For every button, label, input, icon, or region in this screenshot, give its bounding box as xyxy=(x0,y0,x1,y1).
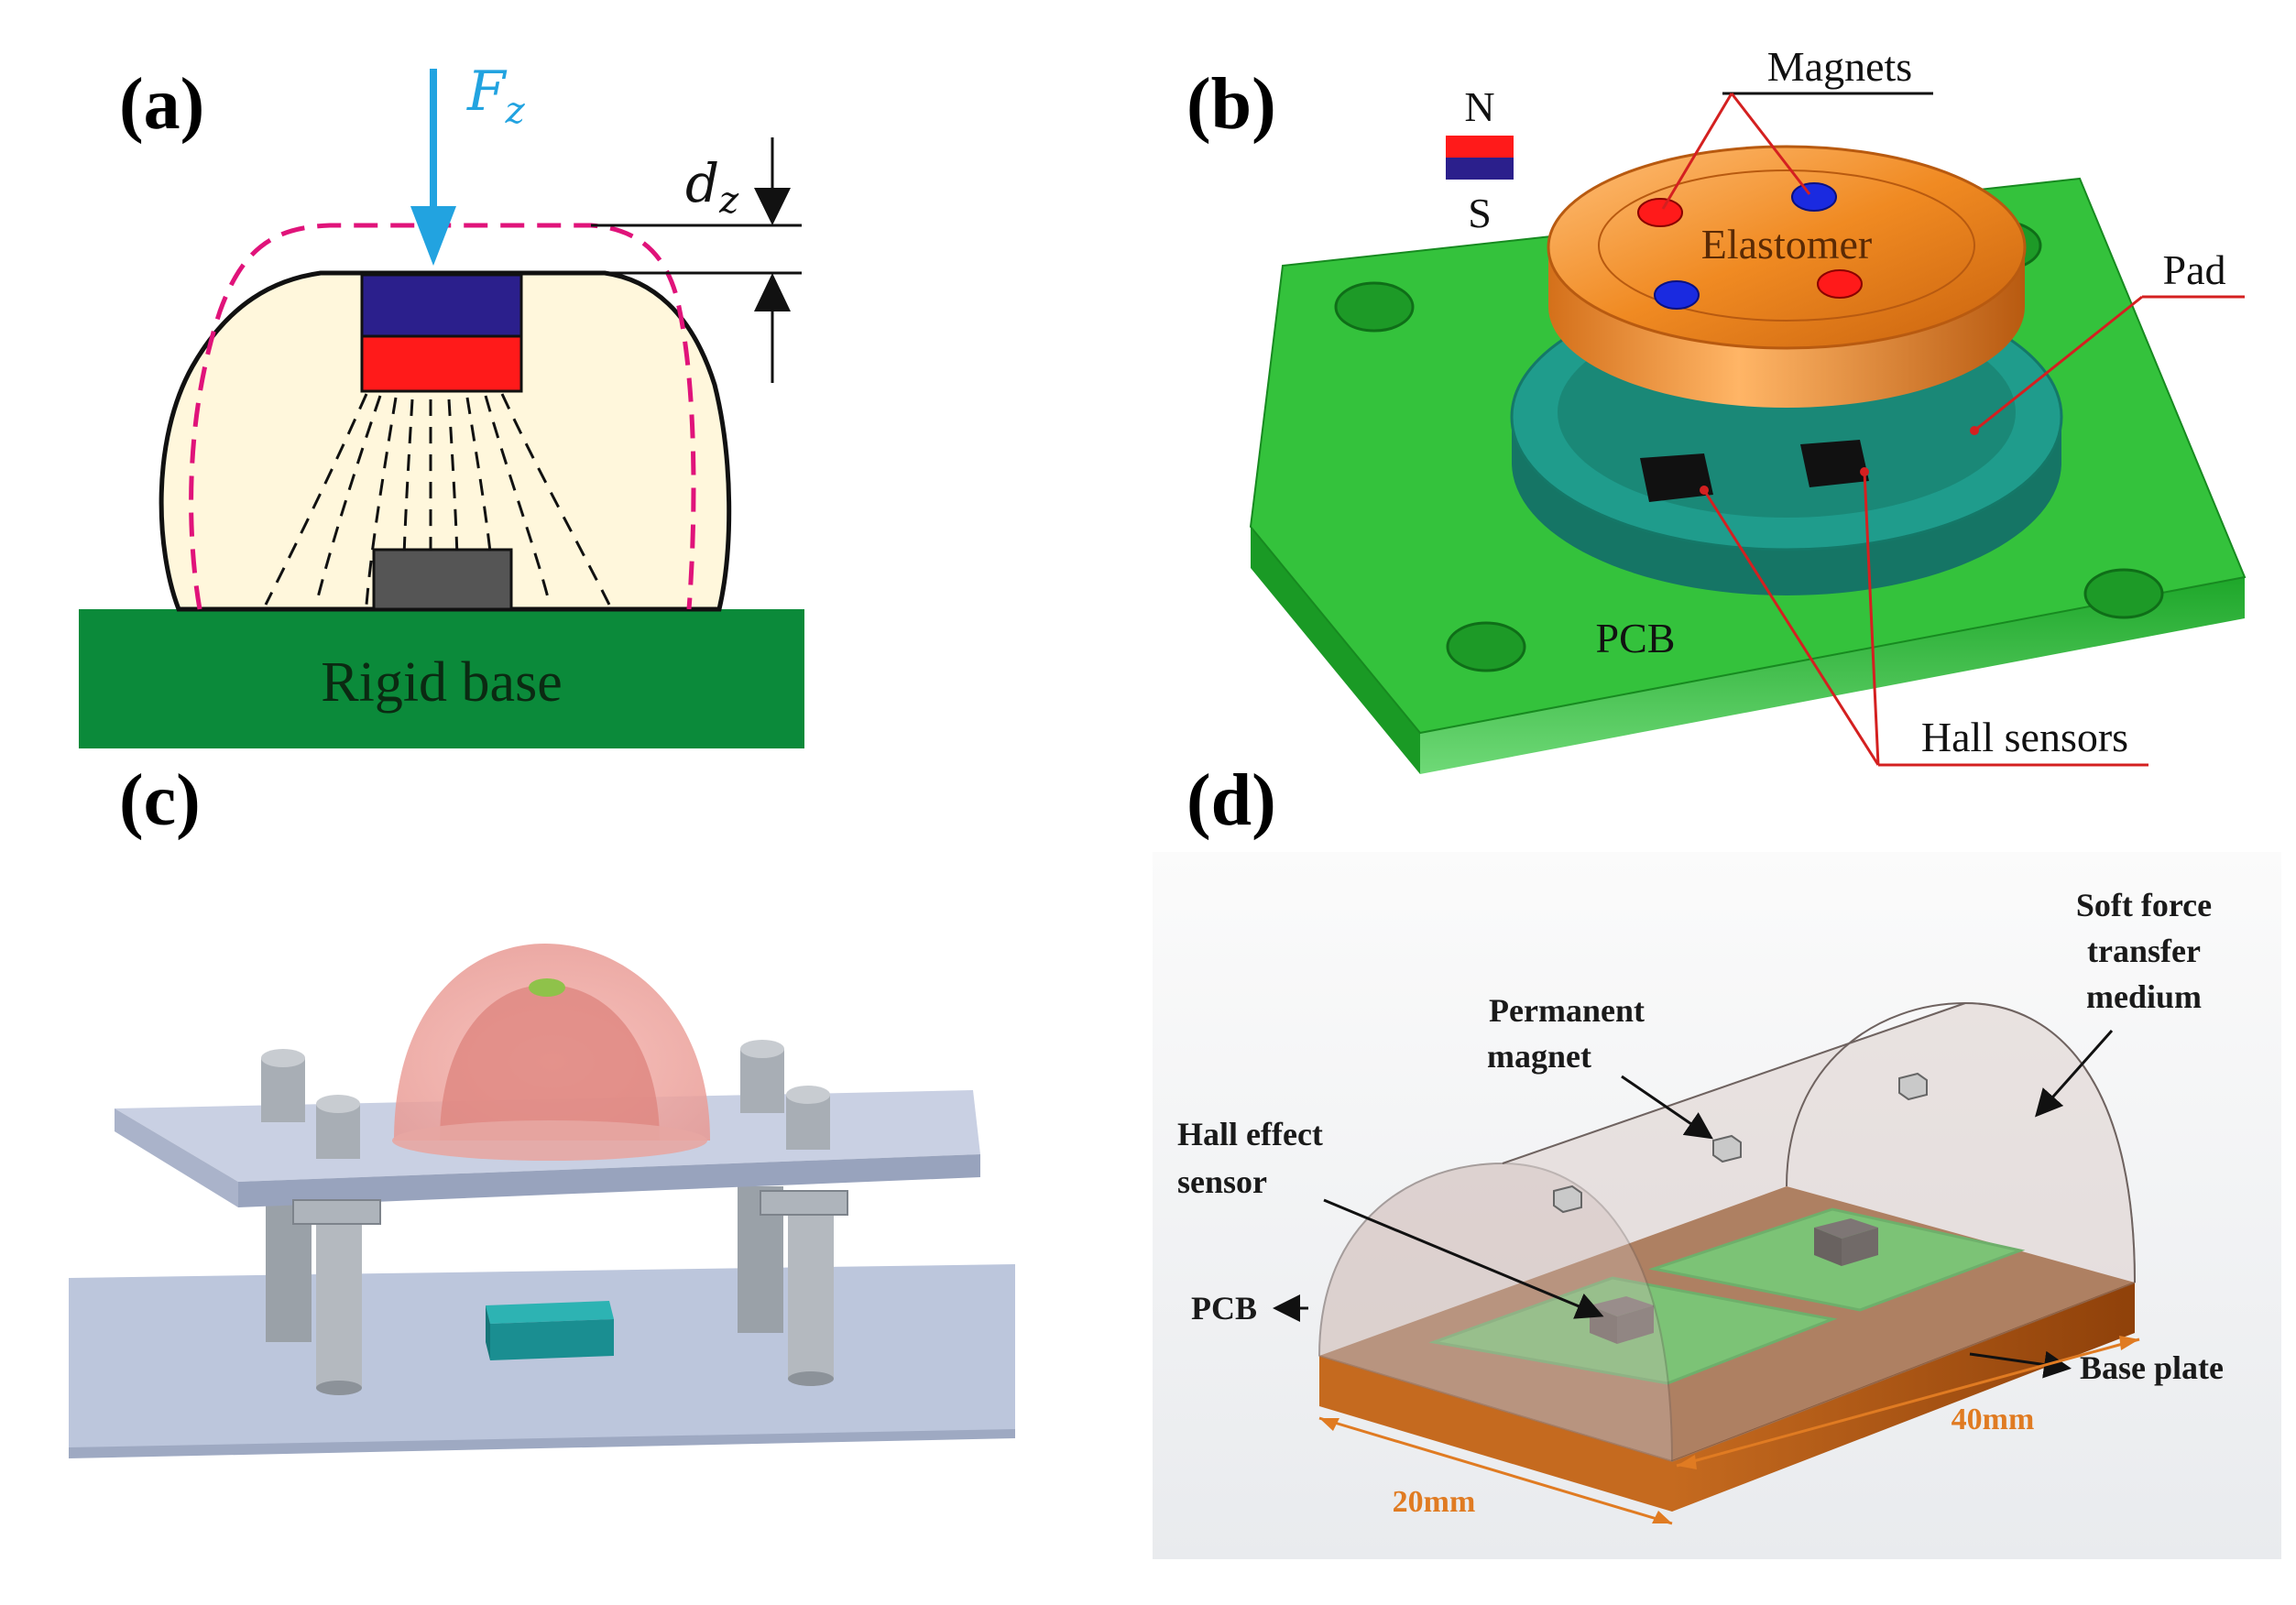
field-lines xyxy=(264,393,611,606)
hall-sensor-right xyxy=(1800,440,1869,487)
panel-d: (d) Soft force xyxy=(1153,760,2281,1559)
pad-ring xyxy=(1512,417,2061,595)
hall-d-label-1: Hall effect xyxy=(1177,1116,1323,1152)
legend-north-swatch xyxy=(1446,136,1514,158)
magnet-dot-2 xyxy=(1791,182,1837,212)
pad-leader-dot xyxy=(1970,426,1979,435)
pcb-label: PCB xyxy=(1596,615,1676,661)
base-plate-front xyxy=(1319,1356,1672,1512)
nuts xyxy=(292,1190,848,1225)
magnet-label-1: Permanent xyxy=(1489,992,1645,1029)
magnets-leader-2 xyxy=(1730,93,1811,195)
pad-label: Pad xyxy=(2163,246,2226,293)
upper-plate-front xyxy=(238,1154,980,1207)
rigid-base-label: Rigid base xyxy=(321,651,562,714)
force-label: Fz xyxy=(466,60,526,132)
hall-leader-dot-1 xyxy=(1700,486,1709,495)
base-plate-leader xyxy=(1969,1350,2072,1379)
dim-40mm-arrow-a xyxy=(1677,1455,1697,1469)
panel-d-label: (d) xyxy=(1186,760,1276,841)
dim-20mm-label: 20mm xyxy=(1393,1485,1476,1519)
soft-medium-label-2: transfer xyxy=(2087,933,2201,969)
soft-medium-leader xyxy=(2035,1030,2114,1118)
pcb-d-label: PCB xyxy=(1191,1290,1257,1327)
dim-40mm-line xyxy=(1676,1338,2140,1468)
disp-arrowhead-top xyxy=(754,188,791,225)
upper-plate-left xyxy=(115,1108,238,1207)
hall-sensors-label: Hall sensors xyxy=(1921,714,2128,760)
dim-20mm-arrow-a xyxy=(1319,1418,1339,1431)
dome-inner xyxy=(440,985,660,1141)
upper-posts xyxy=(261,1040,830,1159)
deformed-outline xyxy=(189,223,696,610)
magnet-south xyxy=(360,273,523,338)
force-arrowhead xyxy=(410,206,456,266)
dim-40mm-label: 40mm xyxy=(1952,1403,2035,1436)
lower-plate-front xyxy=(69,1429,1015,1458)
magnet-dot-4 xyxy=(1817,269,1863,299)
panel-c-label: (c) xyxy=(119,760,201,841)
dim-20mm-line xyxy=(1318,1416,1673,1525)
magnet-dot-1 xyxy=(1637,198,1683,227)
hall-sensor-chip xyxy=(372,548,513,611)
magnet-dot-3 xyxy=(1654,280,1700,310)
dim-20mm-arrow-b xyxy=(1652,1511,1672,1523)
sensor-block-top xyxy=(486,1301,614,1324)
base-plate-label: Base plate xyxy=(2080,1349,2224,1386)
displacement-label: dz xyxy=(685,152,739,222)
disp-arrowhead-bottom xyxy=(754,273,791,311)
hall-sensor-d-2 xyxy=(1814,1218,1878,1266)
soft-medium-back-arc xyxy=(1786,1001,2136,1283)
sensor-block-side xyxy=(486,1305,490,1360)
base-plate-side xyxy=(1672,1283,2135,1512)
legend-s: S xyxy=(1468,190,1492,236)
soft-medium-label-3: medium xyxy=(2086,978,2202,1015)
panel-a-label: (a) xyxy=(119,64,204,145)
dim-40mm-arrow-b xyxy=(2119,1336,2139,1350)
dome-magnet xyxy=(529,978,565,997)
panel-b-label: (b) xyxy=(1186,64,1276,145)
hall-d-label-2: sensor xyxy=(1177,1163,1267,1200)
sensor-block-front xyxy=(490,1319,614,1360)
legend-n: N xyxy=(1464,83,1494,130)
magnet-north xyxy=(360,334,523,393)
magnets-label: Magnets xyxy=(1767,43,1912,90)
elastomer-top-inner xyxy=(1598,169,1975,322)
hall-leader-2 xyxy=(1863,471,1880,766)
elastomer-label: Elastomer xyxy=(1701,221,1873,268)
panel-c: (c) xyxy=(69,760,1015,1458)
magnet-leader xyxy=(1621,1075,1713,1140)
magnet-label-2: magnet xyxy=(1487,1038,1591,1075)
pcb-board-side-right xyxy=(1420,577,2245,774)
dome-base xyxy=(392,1120,707,1161)
magnets-leader-1 xyxy=(1661,93,1733,210)
legend-south-swatch xyxy=(1446,158,1514,180)
hall-leader-1 xyxy=(1702,489,1880,766)
pcb-board-side-front xyxy=(1251,527,1420,774)
soft-medium-label-1: Soft force xyxy=(2076,887,2212,923)
hall-sensor-left xyxy=(1640,453,1713,502)
hall-leader-dot-2 xyxy=(1860,467,1869,476)
soft-medium-top-edge xyxy=(1502,1002,1966,1164)
panel-b: (b) N S Elastomer xyxy=(1186,43,2247,774)
pad-leader xyxy=(1973,295,2143,432)
elastomer-side xyxy=(1548,247,2025,408)
permanent-magnets xyxy=(1553,1072,1928,1214)
elastomer-body xyxy=(159,270,732,612)
rigid-base xyxy=(79,609,804,748)
lower-plate xyxy=(69,1264,1015,1457)
panel-a: (a) Rigid base Fz xyxy=(79,60,804,748)
hall-d-leader xyxy=(1323,1198,1604,1319)
